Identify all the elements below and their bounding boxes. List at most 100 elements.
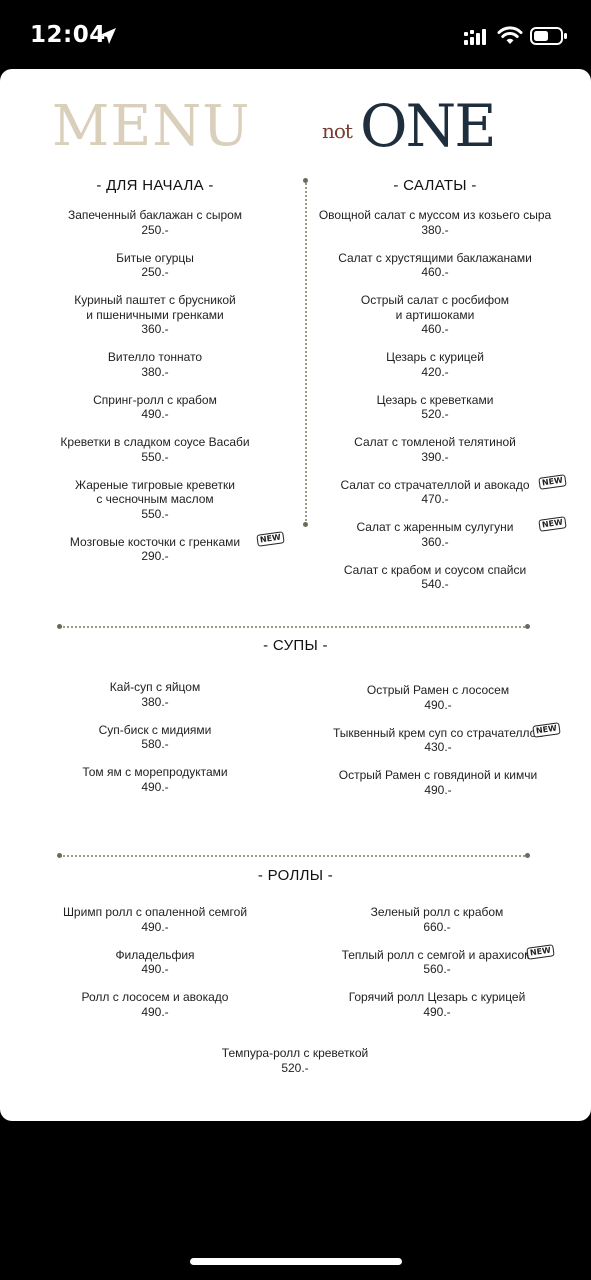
menu-item-price: 460.- — [421, 322, 449, 336]
horizontal-divider — [60, 626, 528, 628]
menu-item: Жареные тигровые креветки с чесночным ма… — [40, 478, 270, 522]
menu-item-name: Салат с хрустящими баклажанами — [338, 250, 532, 265]
menu-item-price: 430.- — [424, 740, 452, 754]
menu-item-name: Вителло тоннато — [107, 350, 203, 364]
location-arrow-icon — [100, 28, 116, 44]
menu-item-price: 490.- — [141, 407, 169, 421]
menu-item-name: Острый Рамен с говядиной и кимчи — [338, 768, 538, 782]
menu-item-price: 490.- — [424, 782, 452, 797]
menu-item-price: 660.- — [423, 919, 451, 934]
home-indicator[interactable] — [190, 1258, 402, 1265]
menu-item-price: 290.- — [141, 549, 169, 563]
menu-item-name: Ролл с лососем и авокадо — [81, 990, 229, 1004]
menu-item-price: 540.- — [421, 577, 449, 591]
rolls-header: - РОЛЛЫ - — [0, 867, 591, 898]
menu-item-name: Цезарь с креветками — [376, 392, 494, 407]
new-badge: NEW — [532, 721, 561, 738]
divider-dot — [303, 522, 308, 527]
menu-item-name: Салат с томленой телятиной — [354, 435, 516, 449]
menu-item-name: Шримп ролл с опаленной семгой — [62, 905, 248, 919]
menu-item-name: Цезарь с курицей — [386, 350, 484, 364]
divider-dot — [57, 624, 62, 629]
brand-logo-not: not — [322, 119, 353, 143]
menu-item-price: 380.- — [141, 364, 169, 379]
menu-item-price: 490.- — [424, 697, 452, 712]
salads-title: - САЛАТЫ - — [393, 177, 477, 194]
rolls-title: - РОЛЛЫ - — [257, 867, 334, 884]
menu-item-name: Горячий ролл Цезарь с курицей — [348, 990, 526, 1004]
salads-section: - САЛАТЫ - Овощной салат с муссом из коз… — [318, 177, 567, 605]
new-badge: NEW — [526, 943, 555, 960]
battery-icon — [530, 27, 567, 45]
divider-dot — [525, 853, 530, 858]
cellular-signal-icon — [464, 29, 486, 45]
menu-item-price: 560.- — [423, 962, 451, 976]
status-time: 12:04 — [30, 22, 106, 48]
wifi-icon — [497, 26, 523, 44]
menu-item-name: Зеленый ролл с крабом — [370, 905, 504, 919]
menu-item-name: Жареные тигровые креветки с чесночным ма… — [75, 477, 235, 507]
menu-item-price: 460.- — [421, 265, 449, 279]
brand-logo-one: ONE — [360, 92, 497, 160]
menu-item-name: Салат со страчателлой и авокадо — [340, 477, 530, 492]
menu-item-price: 360.- — [421, 534, 449, 549]
menu-item-name: Креветки в сладком соусе Васаби — [60, 435, 250, 449]
menu-item-name: Острый Рамен с лососем — [366, 683, 510, 697]
menu-item-price: 380.- — [141, 694, 169, 709]
new-badge: NEW — [256, 530, 285, 547]
divider-dot — [57, 853, 62, 858]
menu-item-name: Запеченный баклажан с сыром — [67, 208, 243, 222]
menu-item-price: 490.- — [141, 919, 169, 934]
menu-item-name: Теплый ролл с семгой и арахисом — [341, 947, 533, 962]
menu-logo-text: MENU — [52, 94, 251, 159]
menu-item-price: 520.- — [421, 407, 449, 421]
new-badge: NEW — [538, 473, 567, 490]
menu-item-price: 490.- — [141, 962, 169, 976]
vertical-divider — [305, 180, 307, 525]
divider-dot — [525, 624, 530, 629]
menu-item-price: 420.- — [421, 364, 449, 379]
menu-item-name: Куриный паштет с брусникой и пшеничными … — [74, 293, 236, 322]
menu-item: Куриный паштет с брусникой и пшеничными … — [40, 293, 270, 337]
starters-title: - ДЛЯ НАЧАЛА - — [96, 177, 214, 194]
menu-item-price: 520.- — [281, 1060, 309, 1075]
menu-item-name: Острый салат с росбифом и артишоками — [360, 293, 510, 322]
menu-item-price: 550.- — [141, 506, 169, 521]
horizontal-divider — [60, 855, 528, 857]
starters-section: - ДЛЯ НАЧАЛА - Запеченный баклажан с сыр… — [40, 177, 285, 577]
menu-item-price: 390.- — [421, 449, 449, 464]
menu-item-price: 250.- — [141, 222, 169, 237]
soups-title: - СУПЫ - — [263, 637, 328, 654]
menu-item-name: Тыквенный крем суп со страчателлой — [332, 725, 544, 740]
